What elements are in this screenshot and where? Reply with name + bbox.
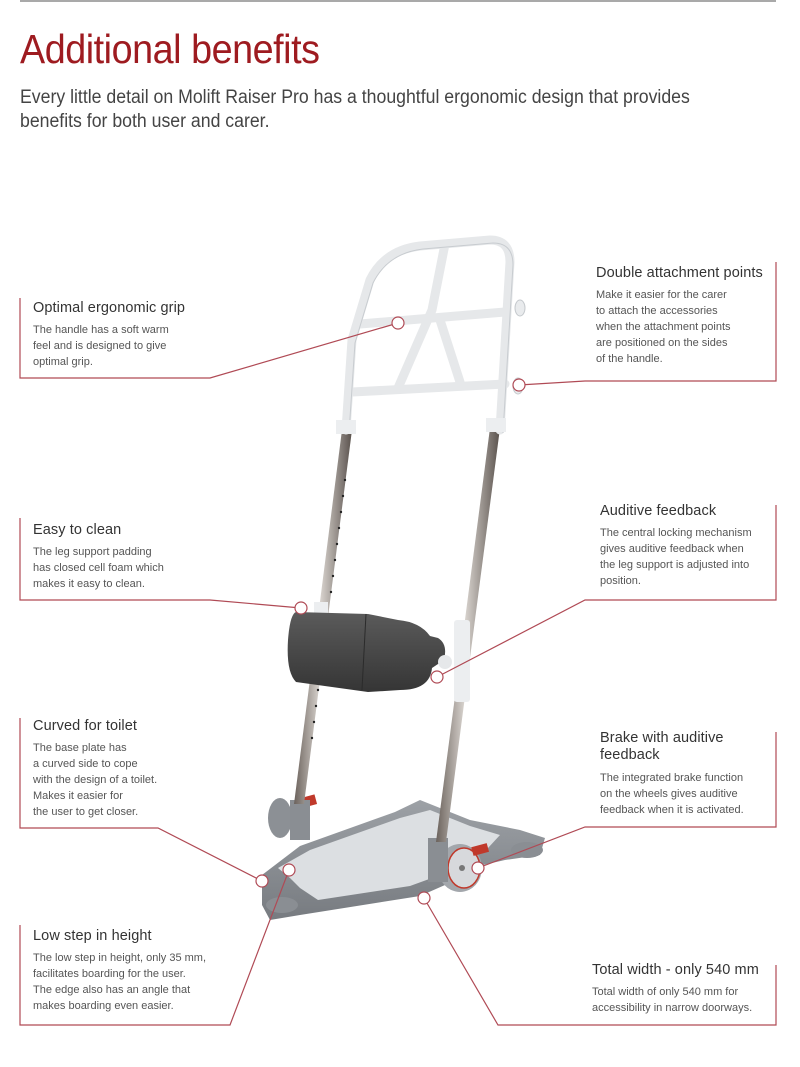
body-line: a curved side to cope xyxy=(33,758,138,770)
body-line: feel and is designed to give xyxy=(33,340,167,352)
body-line: The central locking mechanism xyxy=(600,527,752,539)
callout-markers xyxy=(255,316,526,905)
body-line: the user to get closer. xyxy=(33,806,139,818)
callout-title: Curved for toilet xyxy=(33,718,138,734)
attachment-point-side xyxy=(512,377,524,395)
body-line: The integrated brake function xyxy=(600,772,744,784)
body-line: Make it easier for the carer xyxy=(596,289,727,301)
base-plate xyxy=(262,800,545,920)
body-line: The handle has a soft warm xyxy=(33,324,169,336)
callout-body: Total width of only 540 mm for accessibi… xyxy=(592,984,782,1016)
body-line: when the attachment points xyxy=(596,321,731,333)
body-line: position. xyxy=(600,575,641,587)
body-line: optimal grip. xyxy=(33,356,93,368)
left-sleeve xyxy=(336,420,356,434)
body-line: The leg support padding xyxy=(33,546,152,558)
leg-support-pad xyxy=(287,602,470,702)
callout-body: The base plate has a curved side to cope… xyxy=(33,740,233,820)
callout-title: Double attachment points xyxy=(596,265,763,281)
body-line: with the design of a toilet. xyxy=(33,774,158,786)
callout-title: Brake with auditive feedback xyxy=(600,730,785,764)
callout-auditive-feedback: Auditive feedback The central locking me… xyxy=(600,503,785,589)
title-line: Brake with auditive xyxy=(600,730,724,746)
right-sleeve xyxy=(486,418,506,432)
callout-ergonomic-grip: Optimal ergonomic grip The handle has a … xyxy=(33,300,233,370)
body-line: makes boarding even easier. xyxy=(33,1000,174,1012)
body-line: accessibility in narrow doorways. xyxy=(592,1002,753,1014)
handle-frame-shading xyxy=(348,242,514,434)
callout-low-step: Low step in height The low step in heigh… xyxy=(33,928,253,1014)
body-line: to attach the accessories xyxy=(596,305,718,317)
body-line: gives auditive feedback when xyxy=(600,543,744,555)
page-title: Additional benefits xyxy=(20,26,320,72)
callout-title: Optimal ergonomic grip xyxy=(33,300,186,316)
callout-body: The central locking mechanism gives audi… xyxy=(600,525,785,589)
callout-title: Low step in height xyxy=(33,928,152,944)
body-line: on the wheels gives auditive xyxy=(600,788,738,800)
body-line: The base plate has xyxy=(33,742,127,754)
callout-title: Easy to clean xyxy=(33,522,122,538)
callout-curved-for-toilet: Curved for toilet The base plate has a c… xyxy=(33,718,233,820)
callout-body: The integrated brake function on the whe… xyxy=(600,770,785,818)
callout-total-width: Total width - only 540 mm Total width of… xyxy=(592,962,782,1016)
body-line: facilitates boarding for the user. xyxy=(33,968,186,980)
body-line: has closed cell foam which xyxy=(33,562,164,574)
intro-text: Every little detail on Molift Raiser Pro… xyxy=(20,87,690,132)
body-line: Total width of only 540 mm for xyxy=(592,986,739,998)
body-line: are positioned on the sides xyxy=(596,337,728,349)
title-line: feedback xyxy=(600,747,660,763)
callout-body: The low step in height, only 35 mm, faci… xyxy=(33,950,253,1014)
wheels xyxy=(268,794,490,892)
body-line: makes it easy to clean. xyxy=(33,578,145,590)
body-line: the leg support is adjusted into xyxy=(600,559,750,571)
callout-double-attachment: Double attachment points Make it easier … xyxy=(596,265,781,367)
callout-lines xyxy=(19,262,777,1026)
callout-easy-to-clean: Easy to clean The leg support padding ha… xyxy=(33,522,233,592)
body-line: The edge also has an angle that xyxy=(33,984,191,996)
body-line: feedback when it is activated. xyxy=(600,804,744,816)
body-line: Makes it easier for xyxy=(33,790,123,802)
callout-body: The leg support padding has closed cell … xyxy=(33,544,233,592)
body-line: of the handle. xyxy=(596,353,663,365)
poles xyxy=(294,428,500,842)
body-line: The low step in height, only 35 mm, xyxy=(33,952,207,964)
callout-brake-auditive: Brake with auditive feedback The integra… xyxy=(600,730,785,818)
attachment-point-top xyxy=(514,299,526,317)
callout-title: Auditive feedback xyxy=(600,503,717,519)
top-rule xyxy=(20,0,776,2)
handle-frame xyxy=(341,235,515,435)
callout-body: The handle has a soft warm feel and is d… xyxy=(33,322,233,370)
callout-body: Make it easier for the carer to attach t… xyxy=(596,287,781,367)
callout-title: Total width - only 540 mm xyxy=(592,962,759,978)
